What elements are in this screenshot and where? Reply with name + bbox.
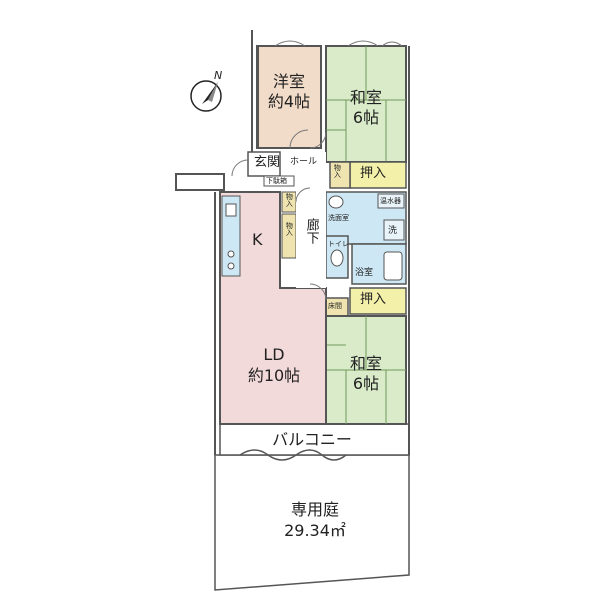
storage-1-closet <box>329 161 351 189</box>
storage-3-closet <box>281 213 297 259</box>
entrance-floor <box>247 151 281 177</box>
private-garden-area <box>214 454 410 591</box>
shoe-box <box>263 175 295 187</box>
western-room-floor <box>256 45 322 149</box>
corridor-floor <box>296 152 326 288</box>
storage-2-closet <box>281 191 297 213</box>
balcony-rail-curve <box>239 449 347 461</box>
oshiire-1-closet <box>349 161 407 189</box>
north-label: N <box>214 69 223 82</box>
tokonoma <box>325 297 349 317</box>
entrance-porch <box>175 173 225 191</box>
north-arrow-icon <box>190 80 222 112</box>
oshiire-2-closet <box>349 287 407 315</box>
